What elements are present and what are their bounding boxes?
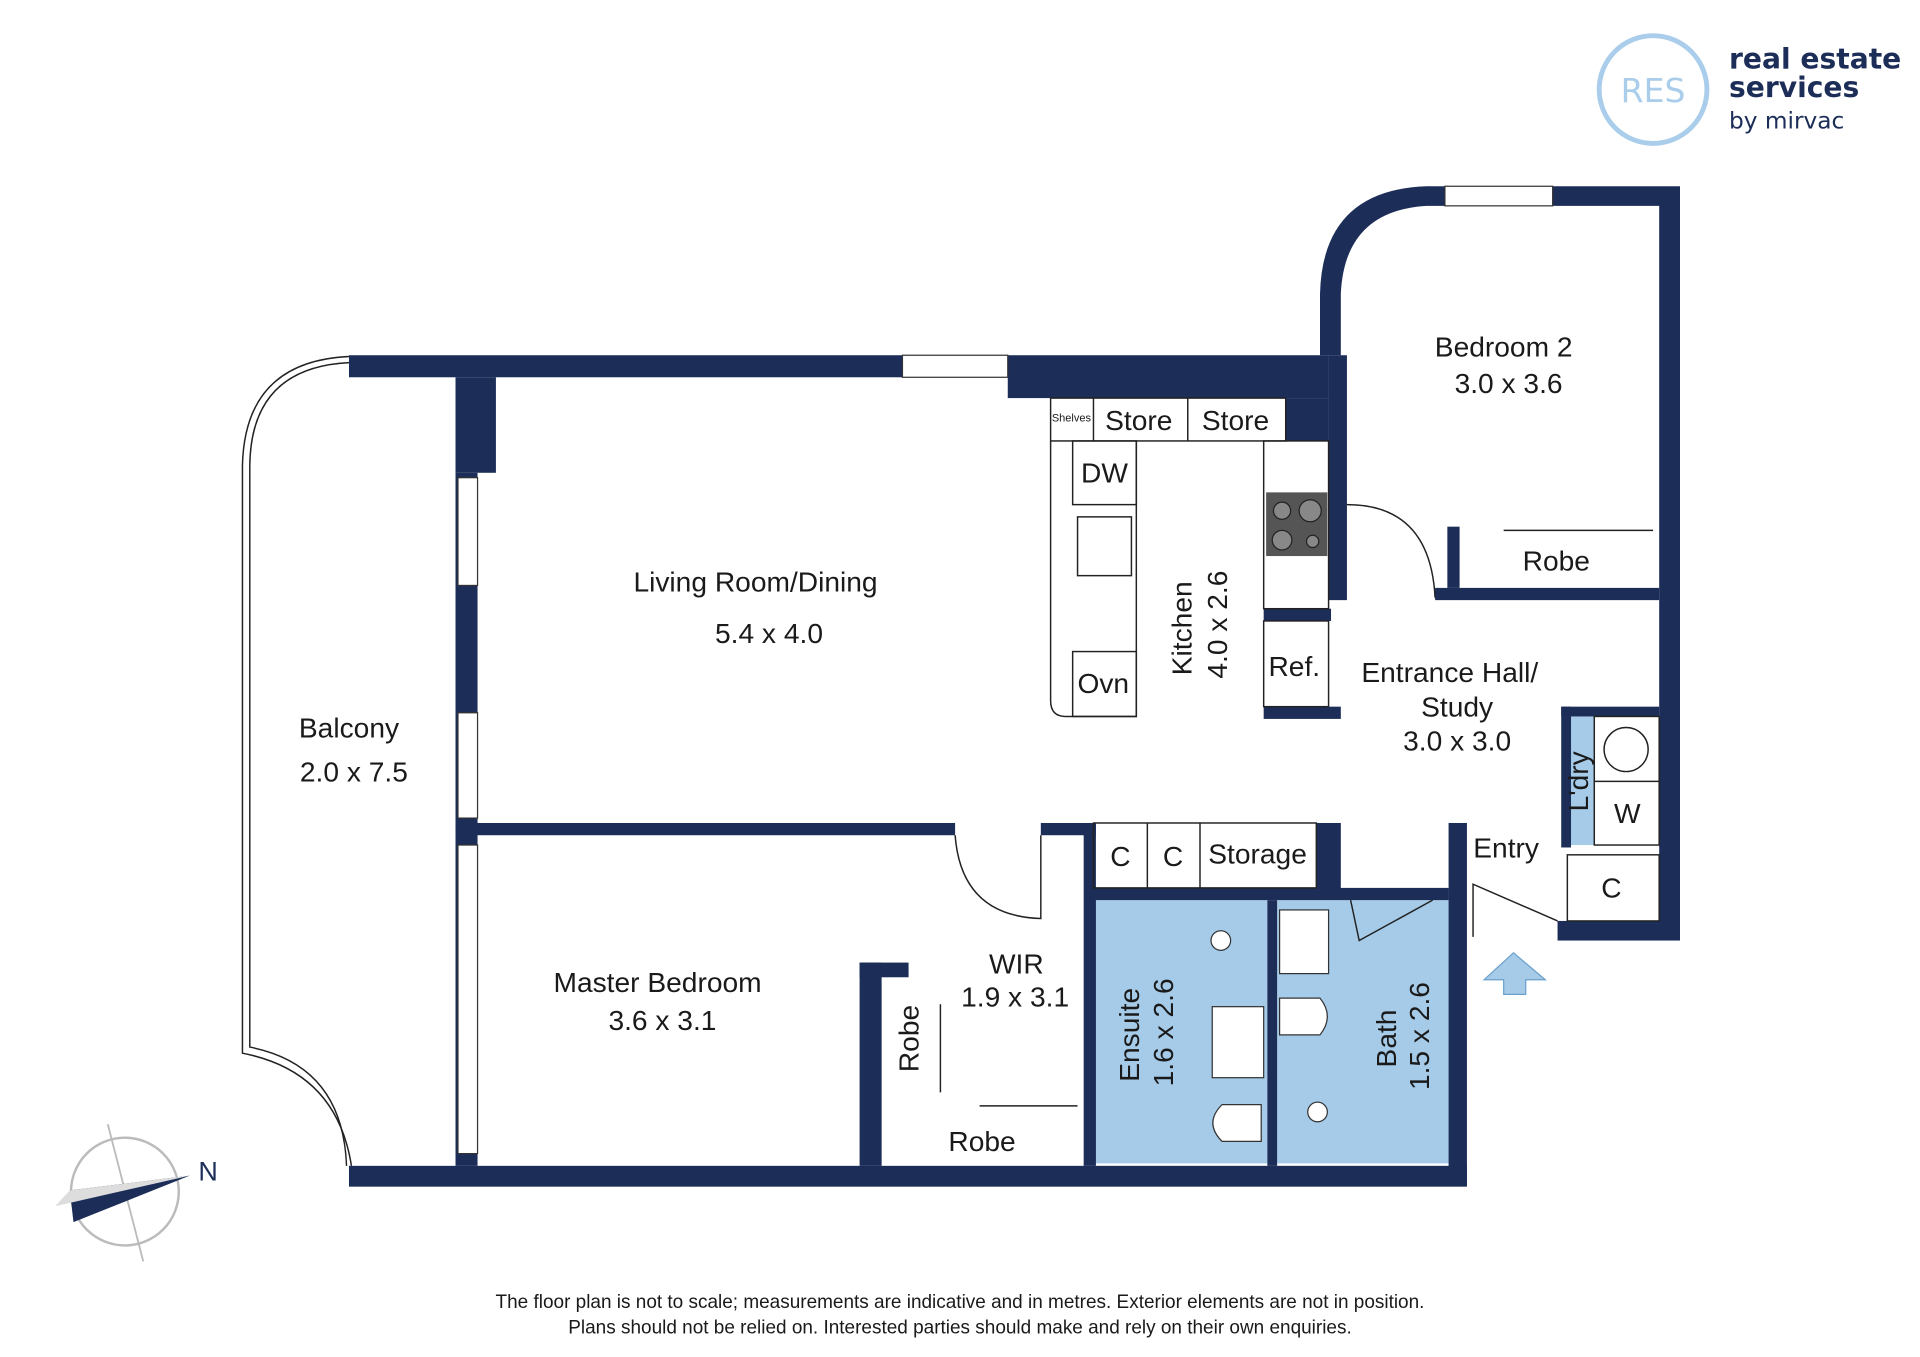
master-size: 3.6 x 3.1 [608, 1005, 716, 1036]
entry-label: Entry [1473, 832, 1540, 863]
washer-label: W [1614, 798, 1641, 829]
entry-arrow-icon [1482, 951, 1547, 996]
cupboard-label: C [1110, 841, 1130, 872]
compass-icon: N [55, 1123, 218, 1262]
entrance-size: 3.0 x 3.0 [1403, 726, 1511, 757]
store-label: Store [1202, 405, 1269, 436]
cupboard-label: C [1601, 873, 1621, 904]
ensuite-name: Ensuite [1114, 988, 1145, 1082]
kitchen-name: Kitchen [1166, 581, 1197, 675]
entrance-name-2: Study [1421, 691, 1494, 722]
bath-name: Bath [1371, 1010, 1402, 1068]
store-label: Store [1105, 405, 1172, 436]
balcony-outline [241, 355, 353, 1166]
storage-label: Storage [1208, 838, 1307, 869]
robe-label: Robe [893, 1005, 924, 1072]
laundry-label: L'dry [1563, 750, 1594, 811]
bathroom-fixtures [1210, 909, 1330, 1142]
laundry-floor [1567, 716, 1595, 846]
kitchen-fittings [939, 397, 1660, 1107]
robe-label: Robe [948, 1126, 1015, 1157]
bedroom2-name: Bedroom 2 [1435, 331, 1573, 362]
shelves-label: Shelves [1052, 412, 1092, 424]
ensuite-size: 1.6 x 2.6 [1148, 978, 1179, 1086]
svg-text:RES: RES [1621, 71, 1686, 110]
disclaimer-line: Plans should not be relied on. Intereste… [568, 1318, 1351, 1339]
brand-logo: RES real estate services by mirvac [1596, 33, 1901, 146]
master-name: Master Bedroom [553, 967, 761, 998]
balcony-size: 2.0 x 7.5 [300, 756, 408, 787]
kitchen-size: 4.0 x 2.6 [1202, 571, 1233, 679]
svg-text:real estate: real estate [1729, 43, 1901, 76]
dishwasher-label: DW [1081, 458, 1128, 489]
robe-label: Robe [1523, 546, 1590, 577]
bath-size: 1.5 x 2.6 [1404, 982, 1435, 1090]
living-name: Living Room/Dining [633, 567, 877, 598]
balcony-name: Balcony [299, 712, 400, 743]
entrance-name: Entrance Hall/ [1361, 657, 1538, 688]
disclaimer-line: The floor plan is not to scale; measurem… [496, 1292, 1425, 1313]
fridge-label: Ref. [1268, 651, 1320, 682]
oven-label: Ovn [1077, 668, 1129, 699]
bedroom2-size: 3.0 x 3.6 [1455, 368, 1563, 399]
svg-text:services: services [1729, 71, 1859, 104]
living-size: 5.4 x 4.0 [715, 618, 823, 649]
windows [457, 185, 1554, 1155]
compass-north-label: N [198, 1157, 217, 1187]
cupboard-label: C [1163, 841, 1183, 872]
wir-size: 1.9 x 3.1 [961, 982, 1069, 1013]
svg-text:by mirvac: by mirvac [1729, 108, 1844, 135]
wir-name: WIR [989, 949, 1044, 980]
